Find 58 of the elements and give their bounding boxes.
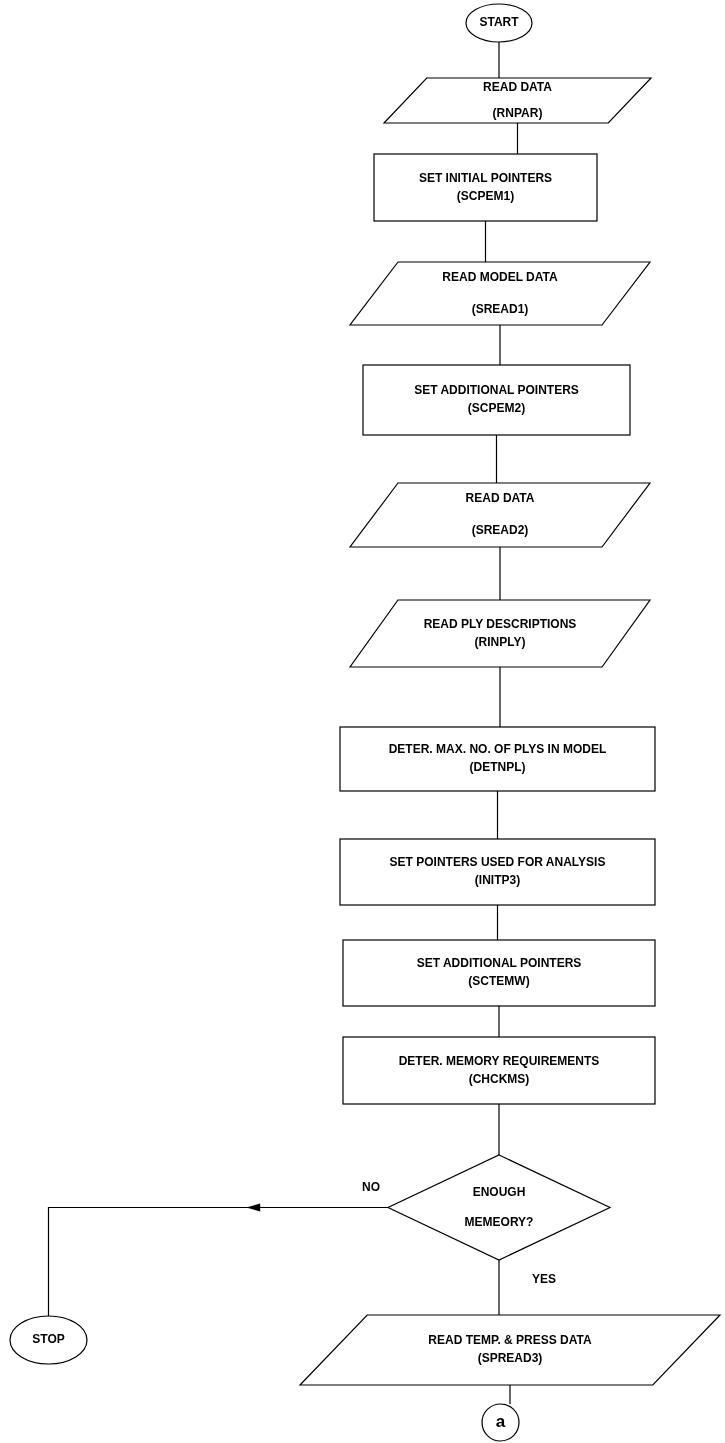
step-label: DETER. MAX. NO. OF PLYS IN MODEL xyxy=(388,742,607,758)
process-box xyxy=(374,154,597,221)
routine-name: (DETNPL) xyxy=(469,760,526,776)
connector-circle xyxy=(482,1404,519,1441)
step-label: READ MODEL DATA xyxy=(442,269,558,286)
routine-name: MEMEORY? xyxy=(464,1214,534,1231)
routine-name: (INITP3) xyxy=(474,873,521,889)
input-parallelogram xyxy=(350,262,650,325)
terminal-ellipse xyxy=(466,4,532,42)
input-parallelogram xyxy=(300,1315,720,1385)
routine-name: (RNPAR) xyxy=(492,105,543,122)
step-label: READ DATA xyxy=(483,79,552,96)
step-label: ENOUGH xyxy=(472,1184,526,1201)
connector-line xyxy=(499,324,501,366)
routine-name: (SPREAD3) xyxy=(477,1351,543,1367)
node-label: START xyxy=(479,15,519,31)
connector-line xyxy=(516,122,519,155)
routine-name: (CHCKMS) xyxy=(468,1071,530,1088)
node-label: STOP xyxy=(32,1332,65,1348)
terminal-ellipse xyxy=(10,1316,87,1364)
step-label: SET ADDITIONAL POINTERS xyxy=(414,383,579,399)
process-box xyxy=(340,727,655,791)
connector-line xyxy=(499,666,501,728)
routine-name: (RINPLY) xyxy=(474,634,526,651)
process-box xyxy=(340,839,655,905)
step-label: READ DATA xyxy=(465,491,535,507)
step-label: DETER. MEMORY REQUIREMENTS xyxy=(398,1053,600,1070)
connector-line xyxy=(499,546,501,601)
node-label: a xyxy=(495,1411,506,1434)
routine-name: (SCTEMW) xyxy=(468,974,530,990)
connector-line xyxy=(509,1384,511,1405)
connector-line xyxy=(498,1005,500,1038)
routine-name: (SREAD2) xyxy=(471,523,529,539)
connector-line xyxy=(498,1103,500,1156)
input-parallelogram xyxy=(384,78,651,123)
process-box xyxy=(363,365,630,435)
connector-line xyxy=(484,220,487,263)
routine-name: (SCPEM2) xyxy=(467,401,526,417)
connector-line xyxy=(498,41,500,79)
step-label: SET INITIAL POINTERS xyxy=(418,170,553,187)
step-label: READ PLY DESCRIPTIONS xyxy=(423,616,577,633)
edge-label: YES xyxy=(530,1272,558,1286)
step-label: SET ADDITIONAL POINTERS xyxy=(416,956,582,972)
arrow xyxy=(47,1203,389,1317)
step-label: READ TEMP. & PRESS DATA xyxy=(428,1333,592,1349)
edge-label: NO xyxy=(360,1180,382,1194)
process-box xyxy=(343,940,655,1006)
decision-diamond xyxy=(388,1155,610,1260)
connector-line xyxy=(496,904,499,941)
input-parallelogram xyxy=(350,600,650,667)
step-label: SET POINTERS USED FOR ANALYSIS xyxy=(389,855,606,871)
connector-line xyxy=(496,790,499,840)
routine-name: (SCPEM1) xyxy=(456,188,515,205)
connector-line xyxy=(495,434,498,484)
connector-line xyxy=(498,1259,500,1316)
routine-name: (SREAD1) xyxy=(471,301,529,318)
process-box xyxy=(343,1037,655,1104)
input-parallelogram xyxy=(350,483,650,547)
